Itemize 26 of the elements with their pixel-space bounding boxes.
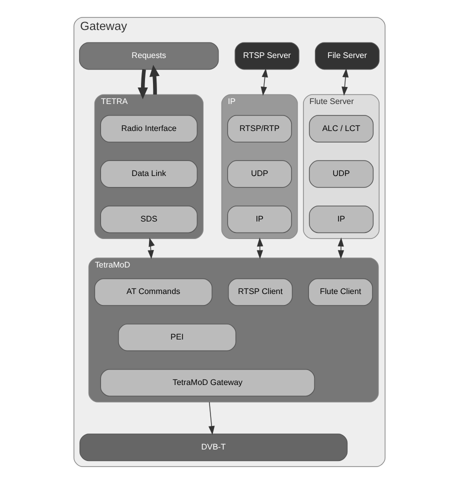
node-box: ALC / LCT — [308, 115, 374, 142]
node-box: RTSP Server — [234, 42, 299, 70]
arrow — [137, 69, 148, 100]
node-box: Flute Client — [308, 278, 372, 306]
node-box: UDP — [226, 160, 292, 188]
node-box: Radio Interface — [100, 115, 198, 142]
arrow — [337, 238, 344, 260]
node-box: SDS — [100, 206, 198, 234]
node-box: UDP — [308, 160, 374, 188]
node-box: IP — [226, 206, 292, 234]
arrow — [260, 68, 268, 96]
node-box: Data Link — [100, 160, 198, 188]
node-box: AT Commands — [94, 278, 212, 306]
arrow — [147, 238, 154, 260]
arrow — [148, 64, 160, 95]
node-box: PEI — [118, 324, 236, 352]
node-box: TetraMoD Gateway — [100, 369, 314, 396]
arrow — [256, 238, 263, 260]
arrow — [341, 68, 348, 96]
arrow — [208, 402, 214, 435]
node-box: Requests — [78, 42, 218, 70]
node-box: RTSP/RTP — [226, 115, 292, 142]
node-box: RTSP Client — [228, 278, 292, 306]
node-box: IP — [308, 206, 374, 234]
node-box: File Server — [314, 42, 380, 70]
node-box: DVB-T — [78, 434, 348, 462]
